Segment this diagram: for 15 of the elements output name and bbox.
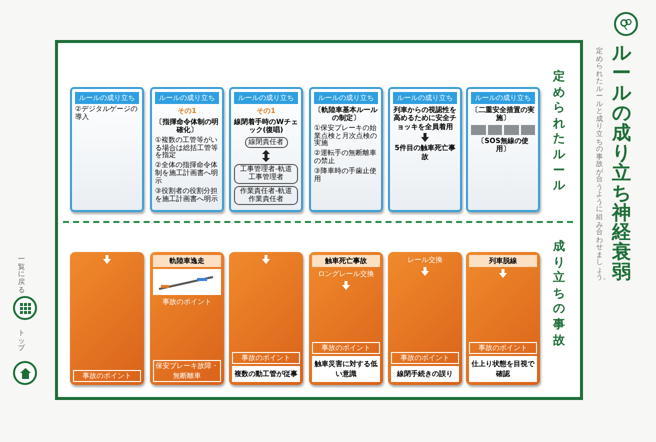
rule-card	[229, 87, 303, 212]
rule-card	[70, 87, 144, 212]
accident-card	[466, 252, 540, 385]
rule-card	[388, 87, 462, 212]
section-heading: 定められたルール	[553, 69, 565, 194]
rule-card	[309, 87, 383, 212]
rule-card	[150, 87, 224, 212]
accident-card	[229, 252, 303, 385]
accident-card	[309, 252, 383, 385]
accident-card	[150, 252, 224, 385]
accident-card	[70, 252, 144, 385]
accident-card	[388, 252, 462, 385]
rule-card	[466, 87, 540, 212]
section-heading: 成り立ちの事故	[553, 239, 565, 348]
page-title: ルールの成り立ち神経衰弱	[612, 44, 631, 284]
